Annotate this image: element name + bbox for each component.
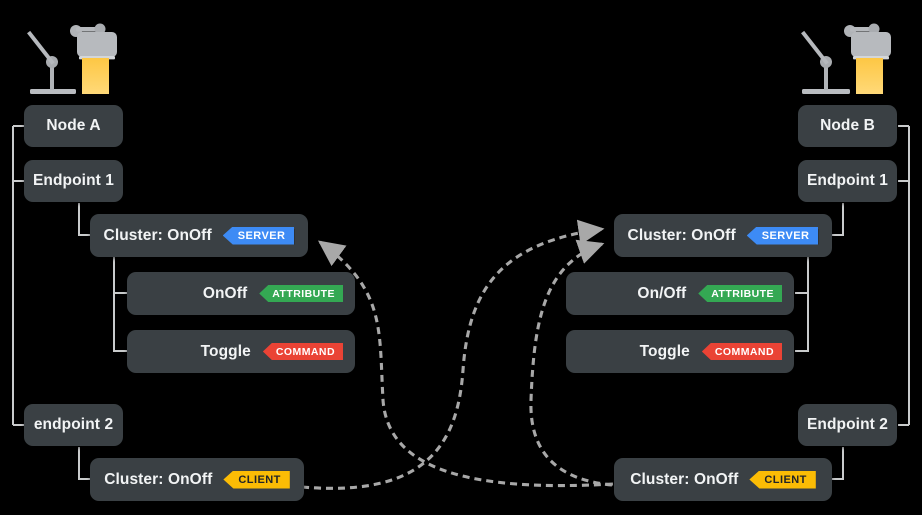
desk-lamp-icon-right (801, 23, 891, 94)
left-command-toggle-label: Toggle (200, 342, 251, 360)
left-endpoint-2-label: endpoint 2 (33, 416, 114, 433)
right-command-toggle-row[interactable]: Toggle COMMAND (566, 330, 794, 373)
left-endpoint-1-label: Endpoint 1 (32, 172, 115, 189)
left-cluster-onoff-server-label: Cluster: OnOff (103, 226, 212, 244)
desk-lamp-icon-left (27, 23, 117, 94)
left-cluster-onoff-client-box[interactable]: Cluster: OnOff CLIENT (90, 458, 304, 501)
right-attribute-onoff-label: On/Off (637, 284, 687, 302)
left-attribute-onoff-label: OnOff (202, 284, 248, 302)
right-endpoint-2-box[interactable]: Endpoint 2 (798, 404, 897, 446)
attribute-badge: ATTRIBUTE (698, 285, 782, 302)
right-cluster-onoff-server-box[interactable]: Cluster: OnOff SERVER (614, 214, 832, 257)
command-badge: COMMAND (262, 343, 343, 360)
right-cluster-onoff-client-label: Cluster: OnOff (630, 470, 739, 488)
left-cluster-onoff-client-label: Cluster: OnOff (104, 470, 213, 488)
client-badge: CLIENT (749, 470, 816, 489)
right-cluster-onoff-client-box[interactable]: Cluster: OnOff CLIENT (614, 458, 832, 501)
server-badge: SERVER (222, 226, 295, 245)
command-badge: COMMAND (701, 343, 782, 360)
right-endpoint-1-box[interactable]: Endpoint 1 (798, 160, 897, 202)
left-endpoint-2-box[interactable]: endpoint 2 (24, 404, 123, 446)
right-endpoint-1-label: Endpoint 1 (806, 172, 889, 189)
left-cluster-onoff-server-box[interactable]: Cluster: OnOff SERVER (90, 214, 308, 257)
node-b-label: Node B (820, 117, 875, 134)
right-command-toggle-label: Toggle (639, 342, 690, 360)
right-cluster-onoff-server-label: Cluster: OnOff (627, 226, 736, 244)
right-endpoint-2-label: Endpoint 2 (806, 416, 889, 433)
client-badge: CLIENT (223, 470, 290, 489)
right-attribute-onoff-row[interactable]: On/Off ATTRIBUTE (566, 272, 794, 315)
node-b-box[interactable]: Node B (798, 105, 897, 147)
left-endpoint-1-box[interactable]: Endpoint 1 (24, 160, 123, 202)
attribute-badge: ATTRIBUTE (259, 285, 343, 302)
left-attribute-onoff-row[interactable]: OnOff ATTRIBUTE (127, 272, 355, 315)
left-command-toggle-row[interactable]: Toggle COMMAND (127, 330, 355, 373)
server-badge: SERVER (746, 226, 819, 245)
node-a-box[interactable]: Node A (24, 105, 123, 147)
node-a-label: Node A (46, 117, 101, 134)
